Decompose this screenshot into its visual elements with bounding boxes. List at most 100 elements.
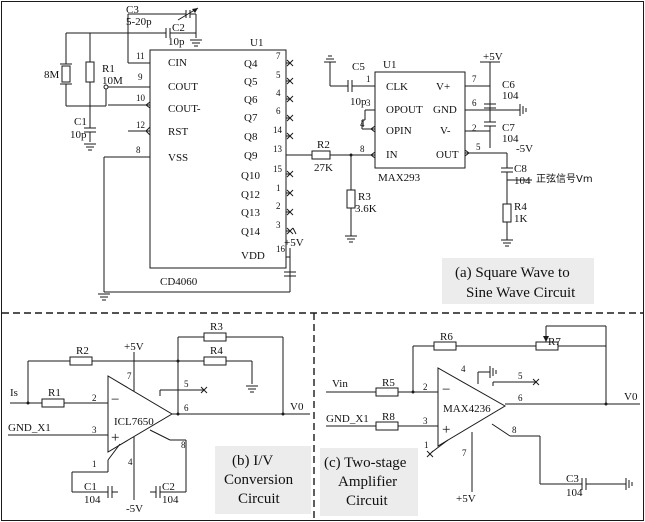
svg-text:Q14: Q14 <box>241 226 260 238</box>
icl7650-opamp <box>107 375 173 453</box>
svg-text:Q9: Q9 <box>244 150 258 162</box>
svg-text:−: − <box>442 382 450 398</box>
svg-text:8: 8 <box>181 440 186 450</box>
c2-val: 10p <box>168 36 185 48</box>
max4236-opamp <box>437 367 506 447</box>
svg-text:4: 4 <box>276 88 281 98</box>
r5-resistor <box>375 387 399 397</box>
svg-text:8: 8 <box>512 425 517 435</box>
svg-text:C7: C7 <box>502 122 515 134</box>
svg-text:V+: V+ <box>436 81 450 93</box>
svg-text:10: 10 <box>136 93 146 103</box>
svg-text:R8: R8 <box>382 411 395 423</box>
max293-part: MAX293 <box>378 172 421 184</box>
svg-text:14: 14 <box>273 125 283 135</box>
svg-text:7: 7 <box>462 448 467 458</box>
svg-text:5: 5 <box>476 142 481 152</box>
svg-text:3: 3 <box>366 98 371 108</box>
svg-text:5: 5 <box>276 70 281 80</box>
cd4060-ref: U1 <box>250 37 263 49</box>
caption-c-line3: Circuit <box>346 493 388 509</box>
svg-text:6: 6 <box>276 106 281 116</box>
svg-text:3: 3 <box>423 416 428 426</box>
svg-text:VDD: VDD <box>241 250 265 262</box>
svg-text:+5V: +5V <box>483 51 503 63</box>
svg-text:15: 15 <box>273 164 283 174</box>
cd4060-pin-cout-neg: COUT- <box>168 103 201 115</box>
svg-text:3: 3 <box>276 220 281 230</box>
caption-c-line1: (c) Two-stage <box>324 455 407 471</box>
svg-text:R1: R1 <box>48 387 61 399</box>
circuit-a: U1 CD4060 CIN 11 COUT 9 COUT- 10 RST 12 … <box>44 4 594 304</box>
svg-text:R3: R3 <box>358 191 371 203</box>
svg-text:Q4: Q4 <box>244 58 258 70</box>
svg-text:OPOUT: OPOUT <box>386 104 423 116</box>
svg-text:Q8: Q8 <box>244 131 258 143</box>
caption-b-line3: Circuit <box>238 491 280 507</box>
svg-text:7: 7 <box>276 51 281 61</box>
caption-c-bg <box>320 448 418 516</box>
r2-resistor <box>311 150 331 160</box>
svg-text:1: 1 <box>92 459 97 469</box>
c1-ref: C1 <box>74 116 87 128</box>
caption-b-bg <box>215 446 311 514</box>
svg-text:Q5: Q5 <box>244 76 258 88</box>
icl7650-label: ICL7650 <box>114 416 154 428</box>
svg-text:2: 2 <box>276 201 281 211</box>
svg-text:7: 7 <box>472 74 477 84</box>
svg-text:R2: R2 <box>317 139 330 151</box>
sine-output-label: 正弦信号Vm <box>536 172 593 185</box>
r3-b-resistor <box>203 332 227 342</box>
svg-text:6: 6 <box>472 98 477 108</box>
cd4060-right-pins: Q4 Q5 Q6 Q7 Q8 Q9 Q10 Q12 Q13 Q14 VDD 7 … <box>241 51 286 262</box>
svg-text:C1: C1 <box>84 481 97 493</box>
c1-val: 10p <box>70 129 87 141</box>
svg-text:OUT: OUT <box>436 149 459 161</box>
svg-text:Q12: Q12 <box>241 189 260 201</box>
cd4060-pin-vss: VSS <box>168 152 188 164</box>
svg-text:10p: 10p <box>350 96 367 108</box>
svg-text:104: 104 <box>566 487 583 499</box>
svg-text:OPIN: OPIN <box>386 125 412 137</box>
svg-text:R7: R7 <box>548 336 561 348</box>
svg-text:5: 5 <box>518 371 523 381</box>
svg-text:R4: R4 <box>210 345 223 357</box>
svg-text:8: 8 <box>136 145 141 155</box>
svg-text:3: 3 <box>92 425 97 435</box>
svg-text:+: + <box>111 430 119 446</box>
svg-text:R1: R1 <box>102 63 115 75</box>
svg-text:6: 6 <box>184 403 189 413</box>
output-v0-b: V0 <box>290 401 304 413</box>
vdd-label: +5V <box>284 237 304 249</box>
svg-text:10M: 10M <box>102 75 123 87</box>
svg-text:5: 5 <box>184 379 189 389</box>
svg-text:8: 8 <box>360 144 365 154</box>
crystal-8m <box>61 65 71 83</box>
svg-text:C5: C5 <box>352 61 365 73</box>
svg-text:+5V: +5V <box>124 341 144 353</box>
svg-text:104: 104 <box>502 133 519 145</box>
svg-text:R3: R3 <box>210 321 223 333</box>
r3-resistor <box>346 189 356 209</box>
svg-text:11: 11 <box>136 51 145 61</box>
caption-c-line2: Amplifier <box>338 474 397 490</box>
svg-text:CLK: CLK <box>386 81 408 93</box>
cd4060-pin-rst: RST <box>168 126 188 138</box>
r4-resistor <box>502 203 512 223</box>
svg-text:6: 6 <box>518 393 523 403</box>
caption-a-line1: (a) Square Wave to <box>455 265 570 281</box>
c3-ref: C3 <box>126 4 139 16</box>
caption-a-line2: Sine Wave Circuit <box>466 285 576 301</box>
svg-text:104: 104 <box>162 494 179 506</box>
svg-text:R6: R6 <box>440 331 453 343</box>
svg-text:R2: R2 <box>76 345 89 357</box>
input-is-label: Is <box>10 387 18 399</box>
svg-text:+5V: +5V <box>456 493 476 505</box>
svg-text:R5: R5 <box>382 377 395 389</box>
cd4060-pin-cout: COUT <box>168 81 198 93</box>
svg-text:12: 12 <box>136 120 145 130</box>
output-v0-c: V0 <box>624 391 638 403</box>
caption-b-line2: Conversion <box>224 472 294 488</box>
svg-text:13: 13 <box>273 144 283 154</box>
